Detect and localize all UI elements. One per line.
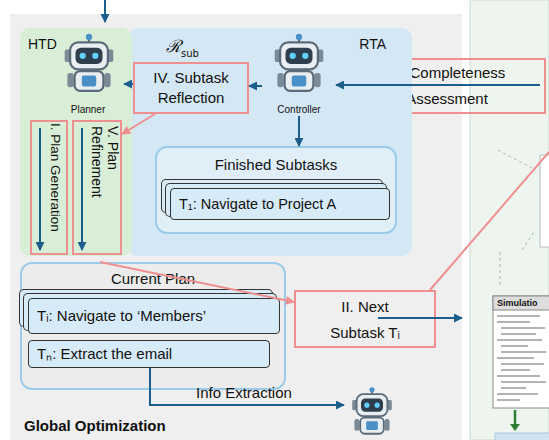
green-arrow-head bbox=[510, 424, 520, 431]
input-arrow bbox=[104, 0, 106, 22]
pink-leader bbox=[430, 152, 549, 290]
assessment-line bbox=[348, 84, 540, 86]
column-arrow bbox=[81, 128, 83, 250]
window-title: Simulatio bbox=[497, 298, 538, 308]
node-text: RTA bbox=[359, 36, 386, 53]
connector-group bbox=[100, 84, 348, 302]
flow-arrow bbox=[298, 116, 300, 146]
process-column: I. Plan Generation bbox=[30, 120, 68, 255]
code-header bbox=[493, 296, 549, 310]
flow-arrow bbox=[124, 83, 133, 85]
green-arrow bbox=[514, 410, 517, 426]
global-panel: Global Optimization HTD Planner I. Plan Gen… bbox=[10, 14, 462, 440]
node-text: Tᵢ: Navigate to ‘Members’ bbox=[37, 299, 206, 333]
process-column: V. Plan Refinement bbox=[72, 120, 122, 255]
subtask-out-arrow bbox=[378, 317, 462, 319]
node-text: I. Plan Generation bbox=[47, 123, 63, 254]
process-box: IV. Subtask Reflection bbox=[133, 62, 249, 114]
math-subscript: sub bbox=[181, 48, 199, 59]
flow-arrow bbox=[100, 262, 294, 302]
extraction-arrow bbox=[150, 368, 344, 405]
subtask-card: Tₙ: Extract the email bbox=[28, 340, 270, 368]
flow-arrow bbox=[122, 114, 155, 134]
htd-panel: HTD Planner I. Plan Generation V. Plan Refi… bbox=[20, 28, 132, 256]
subtask-card: Tᵢ: Navigate to ‘Members’ bbox=[28, 298, 280, 334]
dashed-arrow bbox=[500, 252, 501, 288]
flow-arrow bbox=[249, 85, 262, 87]
node-text: HTD bbox=[28, 36, 57, 53]
node-text: Controller bbox=[262, 104, 336, 116]
node-text: IV. Subtask Reflection bbox=[135, 68, 247, 108]
node-text: Current Plan bbox=[22, 270, 284, 288]
node-text: Finished Subtasks bbox=[157, 156, 395, 174]
controller-robot bbox=[275, 34, 324, 91]
process-box: II. Next Subtask Tᵢ bbox=[294, 290, 436, 348]
next-box bbox=[495, 433, 549, 440]
container-box: Current PlanTᵢ: Navigate to ‘Members’ Tₙ:… bbox=[20, 262, 286, 390]
node-text: Tₙ: Extract the email bbox=[37, 341, 172, 367]
arrow-label: Info Extraction bbox=[196, 384, 292, 401]
rta-panel: RTA Controller IV. Subtask ReflectionFinis… bbox=[128, 28, 412, 256]
code-window bbox=[493, 296, 549, 408]
preview-box bbox=[540, 155, 549, 247]
flow-arrow bbox=[336, 84, 348, 86]
node-text: Global Optimization bbox=[24, 417, 166, 435]
math-symbol: ℛ bbox=[166, 34, 181, 57]
code-lines bbox=[497, 316, 546, 400]
dashed-arrow bbox=[522, 232, 534, 250]
dashed-arrow bbox=[498, 150, 532, 168]
subtask-card: T₁: Navigate to Project A bbox=[170, 188, 390, 220]
node-text: Planner bbox=[52, 104, 124, 116]
planner-robot bbox=[65, 34, 114, 91]
node-text: V. Plan Refinement bbox=[89, 126, 121, 226]
extractor-robot bbox=[352, 387, 392, 434]
container-box: Finished SubtasksT₁: Navigate to Project… bbox=[155, 146, 397, 234]
column-arrow bbox=[39, 128, 41, 250]
planner-agent: Planner bbox=[52, 30, 124, 116]
node-text: T₁: Navigate to Project A bbox=[179, 189, 336, 219]
node-text: II. Next Subtask Tᵢ bbox=[315, 294, 415, 346]
controller-agent: Controller bbox=[262, 30, 336, 116]
